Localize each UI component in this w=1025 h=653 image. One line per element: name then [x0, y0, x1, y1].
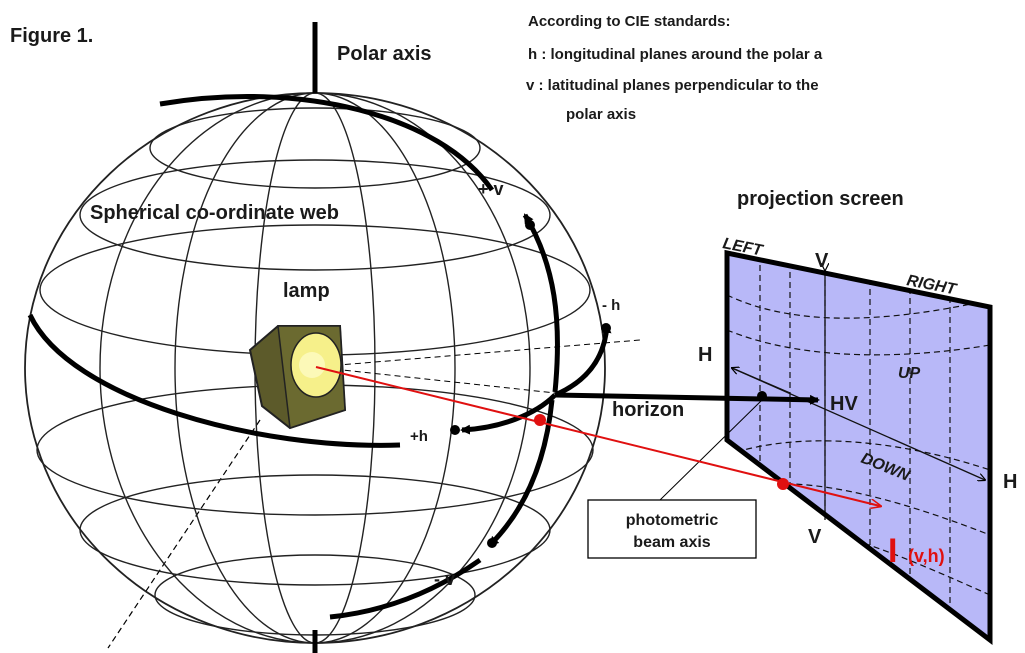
figure-label: Figure 1.: [10, 25, 93, 47]
plus-v-arc: [522, 213, 560, 393]
standards-heading: According to CIE standards:: [528, 13, 731, 30]
screen-title: projection screen: [737, 188, 904, 210]
horizon-label: horizon: [612, 399, 684, 421]
beam-box-line2: beam axis: [633, 534, 710, 551]
lamp-label: lamp: [283, 280, 330, 302]
latitude-line: [149, 107, 481, 189]
screen-h-left: H: [698, 344, 712, 366]
intensity-subscript: (v,h): [908, 546, 945, 566]
web-label: Spherical co-ordinate web: [90, 202, 339, 224]
screen-v-bottom: V: [808, 526, 822, 548]
screen-frame: [724, 249, 993, 646]
lamp-dashed-ray: [107, 419, 261, 649]
screen-v-top: V: [815, 250, 829, 272]
beam-label-pointer: [659, 399, 763, 501]
standards-v-line1: v : latitudinal planes perpendicular to …: [526, 77, 819, 94]
screen-horizontal-axis-left: [732, 368, 791, 394]
intensity-symbol: I: [888, 532, 897, 570]
polar-axis-label: Polar axis: [337, 43, 432, 65]
lamp-dashed-upper: [314, 339, 641, 368]
plus-h-arc: [460, 393, 557, 435]
standards-v-line2: polar axis: [566, 106, 636, 123]
plus-h-point: [450, 425, 460, 435]
beam-point: [534, 414, 546, 426]
upper-latitude-arc: [159, 94, 495, 192]
minus-h-point: [601, 323, 611, 333]
horizon-arrow: [554, 392, 820, 405]
plus-v-label: + v: [478, 179, 504, 199]
latitude-line: [79, 159, 551, 271]
bottom-latitude-arc: [329, 557, 482, 620]
minus-v-label: - v: [434, 569, 455, 589]
projection-screen: [724, 249, 993, 646]
lamp-dashed-horizontal: [314, 366, 556, 394]
minus-v-point: [487, 538, 497, 548]
minus-h-label: - h: [602, 297, 620, 314]
latitude-line: [154, 554, 476, 636]
screen-surface: [727, 253, 990, 640]
plus-h-label: +h: [410, 428, 428, 445]
minus-v-arc: [488, 399, 555, 547]
screen-hv-label: HV: [830, 393, 858, 415]
latitude-line: [79, 474, 551, 586]
screen-up-label: UP: [898, 365, 921, 382]
lamp-icon: [248, 325, 347, 430]
minus-h-arc: [554, 323, 612, 398]
beam-point: [777, 478, 789, 490]
screen-dot: [757, 391, 767, 401]
horizon-arc: [27, 313, 401, 448]
plus-v-point: [525, 220, 535, 230]
beam-axis-label-box: photometric beam axis: [587, 499, 757, 559]
standards-h-line: h : longitudinal planes around the polar…: [528, 46, 823, 63]
screen-h-right: H: [1003, 471, 1017, 493]
beam-box-line1: photometric: [626, 512, 719, 529]
